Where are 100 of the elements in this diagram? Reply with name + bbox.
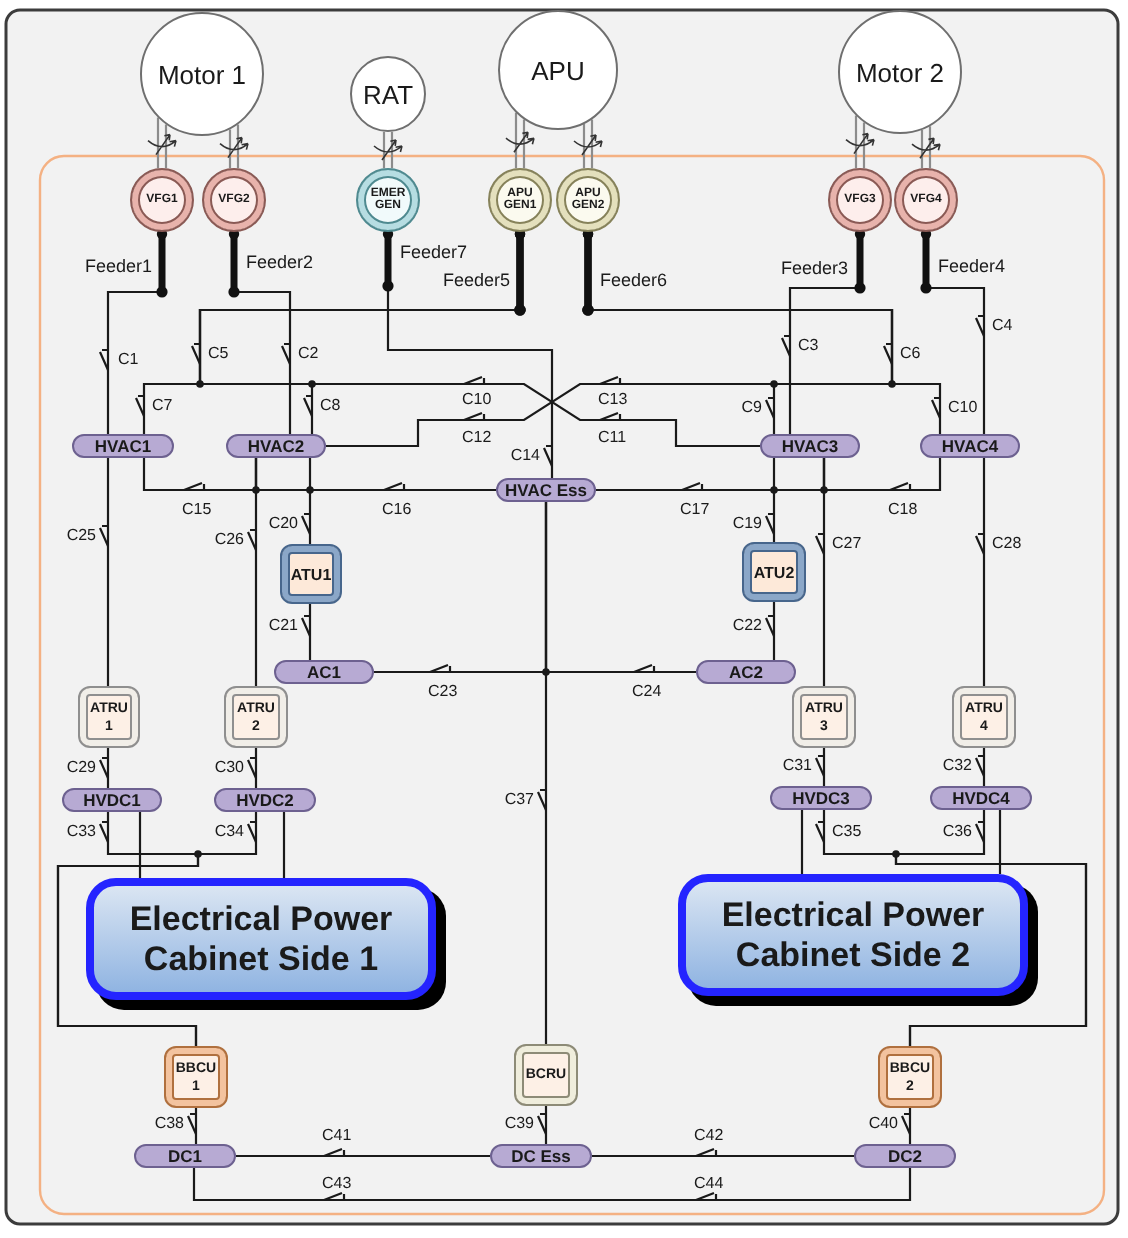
power-line xyxy=(822,458,942,492)
power-line xyxy=(592,1154,854,1158)
contactor-label: C31 xyxy=(782,756,812,776)
power-line xyxy=(106,748,110,788)
source-name: APU xyxy=(531,55,585,85)
contactor-label: C23 xyxy=(428,682,458,702)
contactor-label: C19 xyxy=(732,514,762,534)
contactor-label: C17 xyxy=(680,500,710,520)
contactor-label: C36 xyxy=(942,822,972,842)
contactor-label: C22 xyxy=(732,616,762,636)
bus-bar xyxy=(696,660,796,684)
power-line xyxy=(908,1108,912,1144)
contactor-label: C5 xyxy=(208,344,229,364)
contactor-label: C41 xyxy=(322,1126,352,1146)
power-line xyxy=(544,502,696,674)
contactor-label: C3 xyxy=(798,336,819,356)
converter-box xyxy=(742,542,806,602)
converter-box xyxy=(878,1046,942,1108)
power-line xyxy=(982,748,986,786)
source-name: RAT xyxy=(362,79,414,109)
bus-bar xyxy=(760,434,860,458)
bus-name: HVAC Ess xyxy=(505,480,587,500)
power-line xyxy=(236,1154,490,1158)
converter-box xyxy=(78,686,140,748)
converter-box xyxy=(792,686,856,748)
feeder-label: Feeder5 xyxy=(442,270,510,290)
contactor-label: C30 xyxy=(214,758,244,778)
bus-bar xyxy=(72,434,174,458)
contactor-label: C7 xyxy=(152,396,173,416)
contactor-label: C25 xyxy=(66,526,96,546)
bus-bar xyxy=(214,788,316,812)
power-line xyxy=(822,748,826,786)
bus-bar xyxy=(490,1144,592,1168)
power-line xyxy=(192,1168,912,1202)
cabinet-title: Electrical Power Cabinet Side 1 xyxy=(127,899,395,979)
bus-name: DC Ess xyxy=(511,1146,571,1166)
contactor-label: C32 xyxy=(942,756,972,776)
bus-bar xyxy=(274,660,374,684)
drive-shaft xyxy=(920,125,932,170)
contactor-label: C28 xyxy=(992,534,1022,554)
contactor-label: C2 xyxy=(298,344,319,364)
contactor-label: C13 xyxy=(598,390,628,410)
feeder-label: Feeder2 xyxy=(246,252,314,272)
bus-bar xyxy=(920,434,1020,458)
contactor-label: C16 xyxy=(382,500,412,520)
contactor-label: C33 xyxy=(66,822,96,842)
power-line xyxy=(308,604,312,660)
drive-shaft xyxy=(382,130,394,170)
contactor-label: C8 xyxy=(320,396,341,416)
contactor-label: C26 xyxy=(214,530,244,550)
contactor-label: C12 xyxy=(462,428,492,448)
power-line xyxy=(308,458,312,544)
converter-name: ATU1 xyxy=(290,565,332,583)
bus-bar xyxy=(854,1144,956,1168)
power-line xyxy=(772,602,776,660)
source-name: Motor 2 xyxy=(855,57,945,87)
converter-box xyxy=(280,544,342,604)
bus-bar xyxy=(62,788,162,812)
bus-bar xyxy=(930,786,1032,810)
contactor-label: C6 xyxy=(900,344,921,364)
feeder-label: Feeder6 xyxy=(600,270,668,290)
contactor-label: C14 xyxy=(510,446,540,466)
power-line xyxy=(282,812,286,878)
drive-shaft xyxy=(582,118,594,170)
contactor-label: C10 xyxy=(948,398,978,418)
power-line xyxy=(894,810,1088,1046)
bus-name: HVAC3 xyxy=(781,436,839,456)
bus-name: DC2 xyxy=(887,1146,922,1166)
power-line xyxy=(194,1108,198,1144)
contactor-label: C4 xyxy=(992,316,1013,336)
contactor-label: C44 xyxy=(694,1174,724,1194)
contactor-label: C27 xyxy=(832,534,862,554)
drive-shaft xyxy=(514,111,526,170)
bus-bar xyxy=(134,1144,236,1168)
contactor-label: C34 xyxy=(214,822,244,842)
drive-shaft xyxy=(228,123,240,170)
power-line xyxy=(544,1106,548,1144)
contactor-label: C35 xyxy=(832,822,862,842)
contactor-label: C29 xyxy=(66,758,96,778)
feeder-label: Feeder7 xyxy=(400,242,468,262)
bus-name: HVAC4 xyxy=(941,436,999,456)
power-line xyxy=(998,810,1002,874)
contactor-label: C38 xyxy=(154,1114,184,1134)
contactor-label: C15 xyxy=(182,500,212,520)
source-name: Motor 1 xyxy=(157,59,247,89)
contactor-label: C42 xyxy=(694,1126,724,1146)
cabinet-title: Electrical Power Cabinet Side 2 xyxy=(719,895,987,975)
drive-shaft xyxy=(156,116,168,170)
bus-name: AC2 xyxy=(728,662,763,682)
bus-name: DC1 xyxy=(167,1146,202,1166)
contactor-label: C40 xyxy=(868,1114,898,1134)
power-line xyxy=(596,458,826,492)
power-line xyxy=(254,748,258,788)
converter-box xyxy=(224,686,288,748)
contactor-label: C18 xyxy=(888,500,918,520)
contactor-label: C11 xyxy=(598,428,627,448)
bus-bar xyxy=(496,478,596,502)
feeder-label: Feeder3 xyxy=(780,258,848,278)
cabinet-panel xyxy=(678,874,1038,1006)
bus-name: HVDC3 xyxy=(792,788,850,808)
